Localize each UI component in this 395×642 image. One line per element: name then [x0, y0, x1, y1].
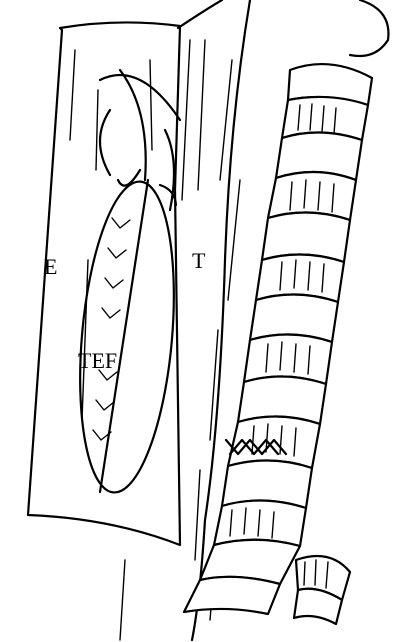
trachea-label: T [192, 248, 206, 273]
esophagus-label: E [44, 254, 57, 279]
trachea-rings [184, 0, 388, 624]
fistula-label: TEF [78, 348, 117, 373]
